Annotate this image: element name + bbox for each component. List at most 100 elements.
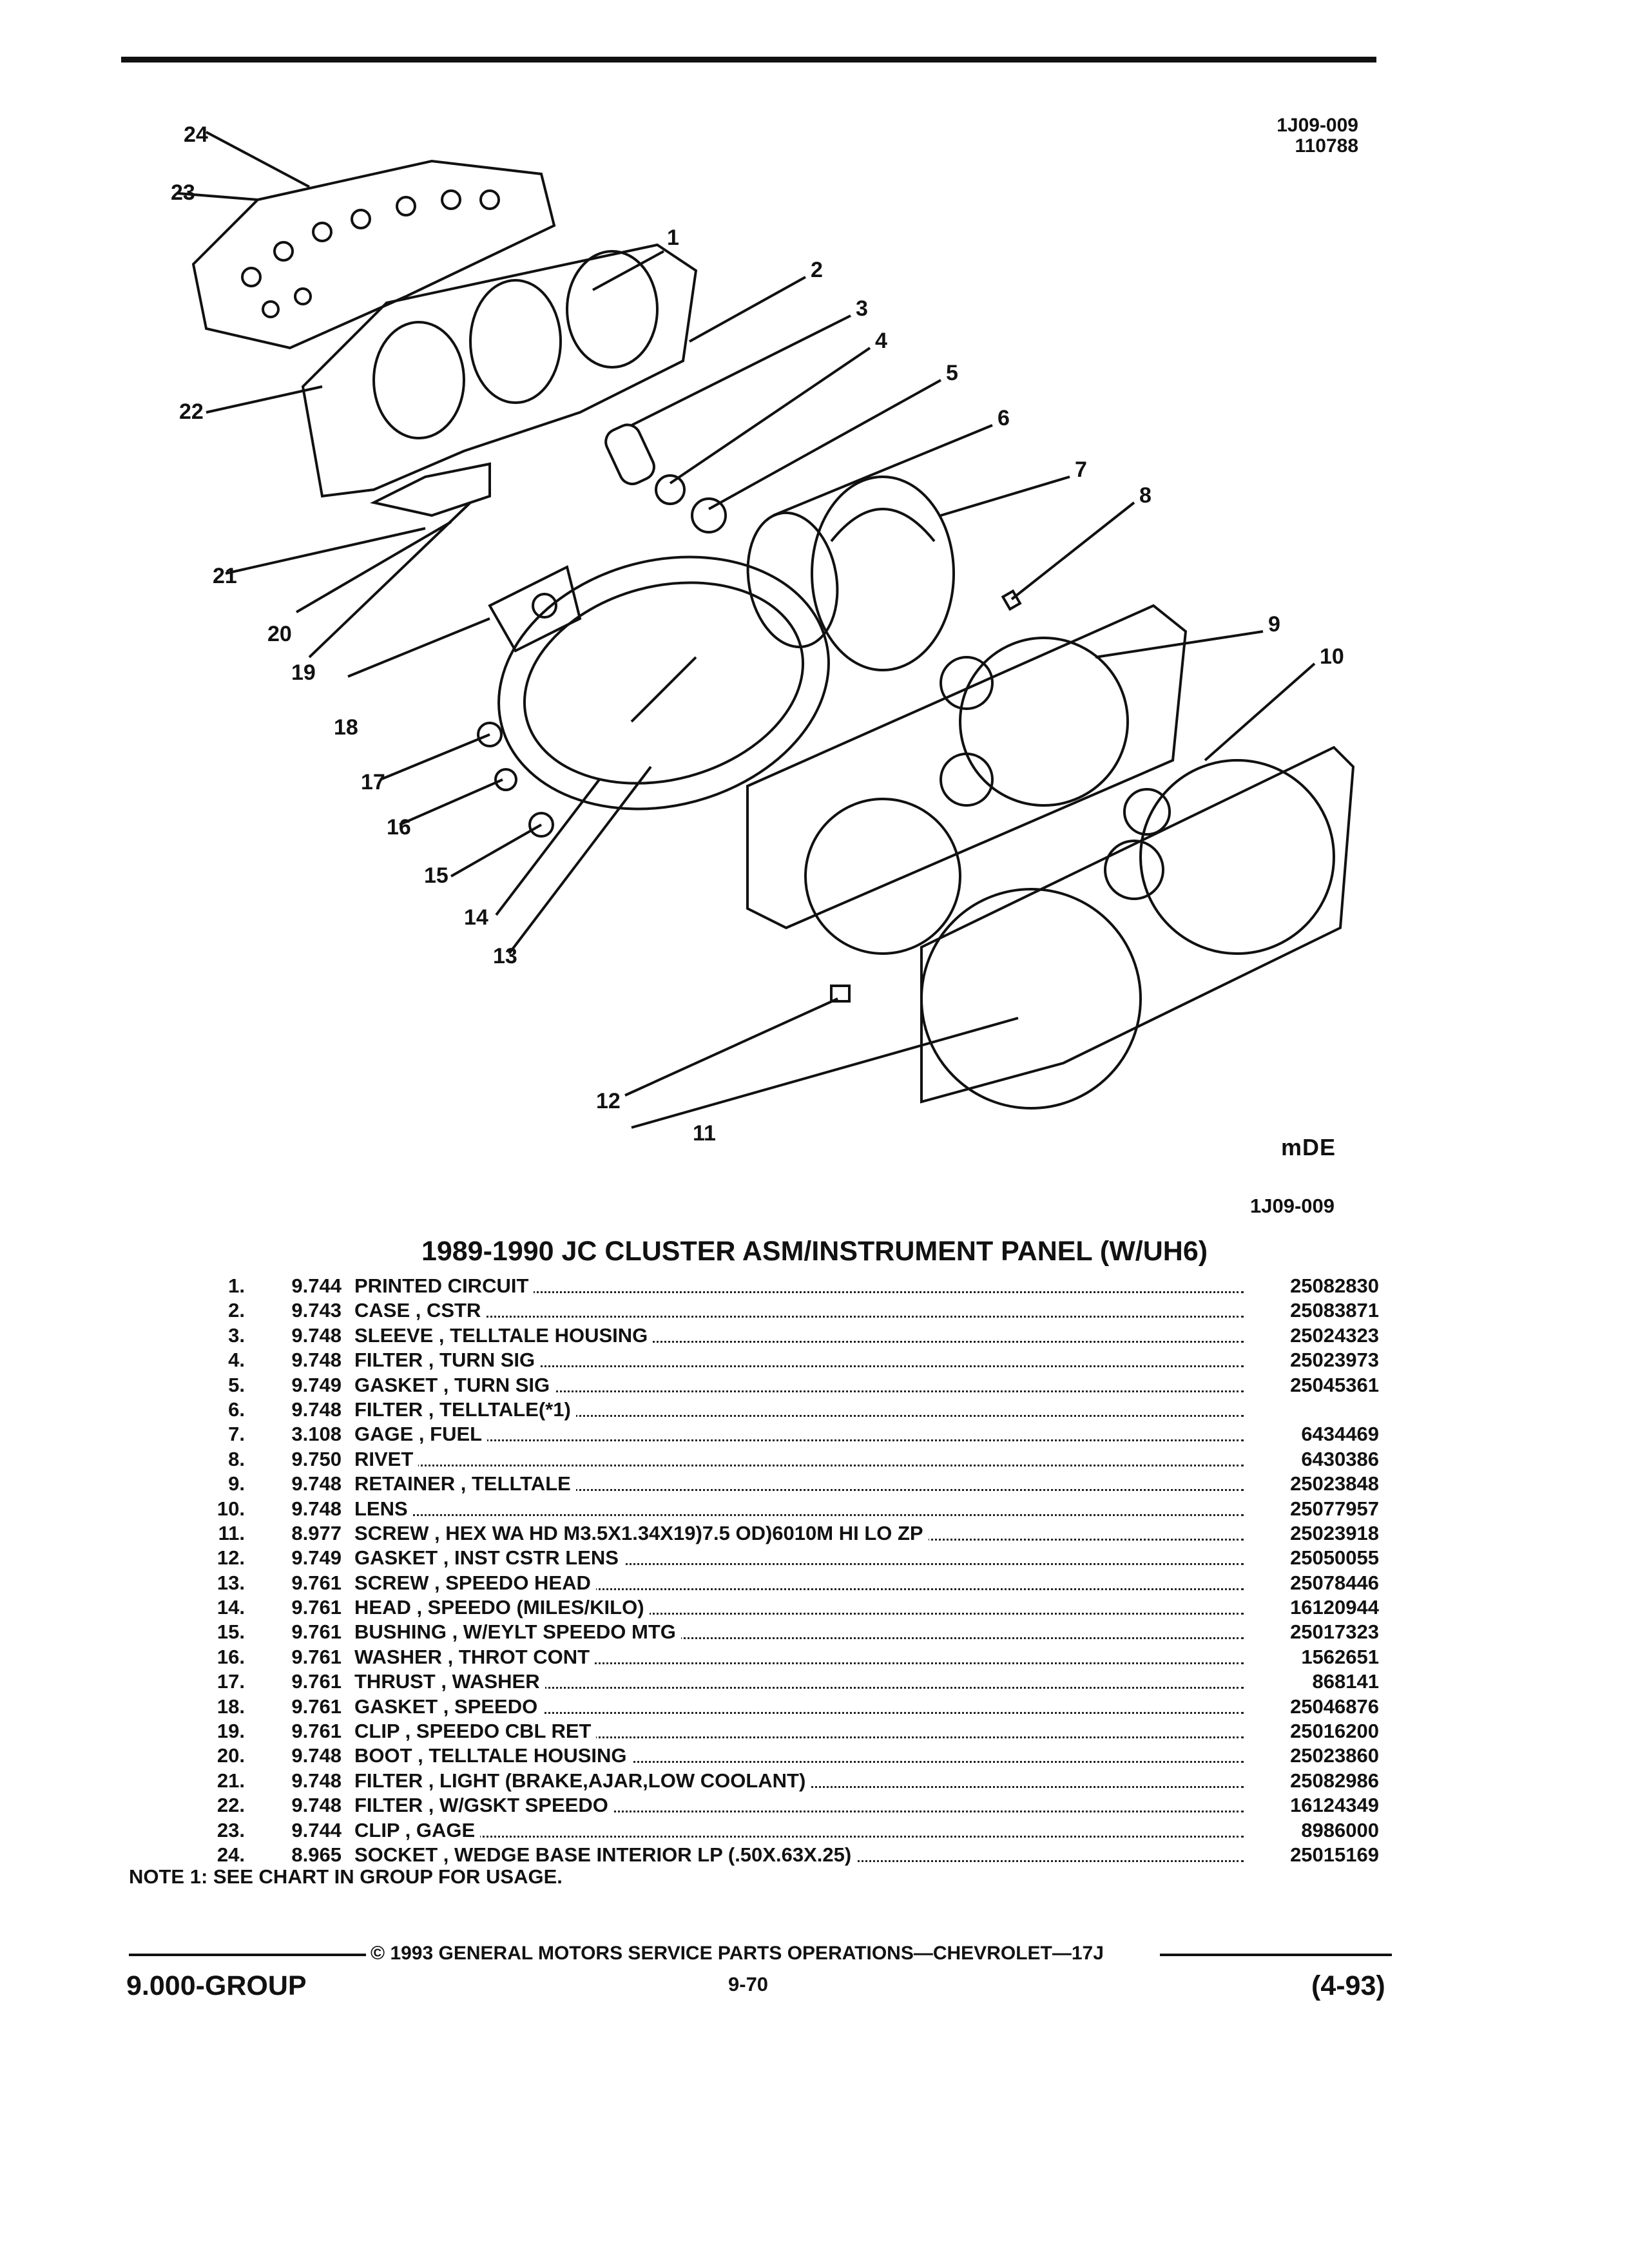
part-group-code: 9.761 [291, 1571, 342, 1594]
part-description: CLIP , GAGE [354, 1818, 481, 1841]
callout-9: 9 [1268, 612, 1280, 637]
part-number-index: 2. [228, 1299, 245, 1322]
part-description: BUSHING , W/EYLT SPEEDO MTG [354, 1620, 681, 1644]
part-group-code: 9.761 [291, 1720, 342, 1743]
part-description: FILTER , TELLTALE(*1) [354, 1398, 576, 1421]
part-number: 25024323 [1290, 1323, 1379, 1347]
part-number-index: 7. [228, 1423, 245, 1446]
part-description: FILTER , W/GSKT SPEEDO [354, 1794, 613, 1817]
callout-15: 15 [424, 863, 448, 888]
part-group-code: 9.748 [291, 1398, 342, 1421]
callout-2: 2 [811, 258, 823, 282]
part-number: 25023860 [1290, 1744, 1379, 1767]
part-description: HEAD , SPEEDO (MILES/KILO) [354, 1596, 650, 1619]
part-number: 25050055 [1290, 1546, 1379, 1570]
part-description-cell: RIVET [354, 1447, 1244, 1471]
lens-drawing [920, 745, 1355, 1104]
part-group-code: 8.965 [291, 1843, 342, 1866]
callout-17: 17 [361, 770, 385, 794]
callout-11: 11 [693, 1121, 716, 1146]
part-description: SCREW , SPEEDO HEAD [354, 1571, 596, 1594]
part-description: CLIP , SPEEDO CBL RET [354, 1720, 597, 1743]
callout-6: 6 [998, 406, 1010, 430]
part-number: 25015169 [1290, 1843, 1379, 1866]
part-group-code: 9.761 [291, 1695, 342, 1718]
part-description-cell: BOOT , TELLTALE HOUSING [354, 1744, 1244, 1767]
part-description-cell: SCREW , SPEEDO HEAD [354, 1571, 1244, 1595]
telltale-retainer-drawing [746, 604, 1188, 930]
part-description: LENS [354, 1497, 413, 1520]
part-number: 25083871 [1290, 1299, 1379, 1322]
usage-note: NOTE 1: SEE CHART IN GROUP FOR USAGE. [129, 1865, 563, 1888]
part-description-cell: CASE , CSTR [354, 1299, 1244, 1322]
part-number-index: 10. [217, 1497, 245, 1520]
part-number-index: 5. [228, 1373, 245, 1396]
part-description: FILTER , TURN SIG [354, 1349, 541, 1372]
telltale-filter-drawing [746, 511, 839, 649]
cluster-case-drawing [301, 243, 698, 498]
callout-18: 18 [334, 715, 358, 740]
part-number: 25046876 [1290, 1695, 1379, 1718]
ref-code: 1J09-009 [1277, 115, 1358, 136]
footer-rule-right [1160, 1954, 1392, 1956]
part-description-cell: GAGE , FUEL [354, 1423, 1244, 1446]
part-number-index: 19. [217, 1720, 245, 1743]
part-number: 1562651 [1301, 1645, 1379, 1668]
part-description-cell: FILTER , TELLTALE(*1) [354, 1398, 1244, 1421]
part-row: 6. 9.748 FILTER , TELLTALE(*1) [168, 1398, 1379, 1423]
part-description-cell: GASKET , TURN SIG [354, 1373, 1244, 1397]
part-number: 8986000 [1301, 1818, 1379, 1841]
speedo-head-drawing [497, 555, 830, 811]
part-number-index: 24. [217, 1843, 245, 1866]
callout-24: 24 [184, 122, 208, 147]
part-group-code: 9.750 [291, 1447, 342, 1470]
part-number-index: 17. [217, 1670, 245, 1693]
part-description-cell: CLIP , GAGE [354, 1818, 1244, 1842]
part-number-index: 20. [217, 1744, 245, 1767]
part-number-index: 3. [228, 1323, 245, 1347]
part-description-cell: THRUST , WASHER [354, 1670, 1244, 1693]
part-number: 25082830 [1290, 1274, 1379, 1297]
part-group-code: 9.749 [291, 1373, 342, 1396]
part-description: BOOT , TELLTALE HOUSING [354, 1744, 632, 1767]
part-description: CASE , CSTR [354, 1299, 487, 1322]
part-description: RIVET [354, 1447, 419, 1470]
callout-10: 10 [1320, 644, 1344, 669]
part-number: 6430386 [1301, 1447, 1379, 1470]
part-number: 25082986 [1290, 1769, 1379, 1792]
callout-3: 3 [856, 296, 868, 321]
part-group-code: 9.744 [291, 1818, 342, 1841]
part-number-index: 12. [217, 1546, 245, 1570]
part-group-code: 9.748 [291, 1323, 342, 1347]
part-number-index: 6. [228, 1398, 245, 1421]
callout-4: 4 [875, 329, 887, 353]
callout-5: 5 [946, 361, 958, 385]
callout-8: 8 [1139, 483, 1152, 508]
part-group-code: 9.748 [291, 1497, 342, 1520]
part-group-code: 9.748 [291, 1769, 342, 1792]
part-description-cell: PRINTED CIRCUIT [354, 1274, 1244, 1298]
part-number: 868141 [1312, 1670, 1379, 1693]
illustrator-mark: mDE [1281, 1134, 1336, 1160]
part-description-cell: FILTER , LIGHT (BRAKE,AJAR,LOW COOLANT) [354, 1769, 1244, 1792]
callout-20: 20 [267, 622, 292, 646]
callout-22: 22 [179, 399, 204, 424]
part-description-cell: HEAD , SPEEDO (MILES/KILO) [354, 1596, 1244, 1619]
callout-23: 23 [171, 180, 195, 205]
part-number-index: 22. [217, 1794, 245, 1817]
part-number: 25078446 [1290, 1571, 1379, 1594]
part-description-cell: GASKET , INST CSTR LENS [354, 1546, 1244, 1570]
ref-date: 110788 [1295, 135, 1358, 157]
part-number: 6434469 [1301, 1423, 1379, 1446]
header-rule [121, 57, 1376, 62]
